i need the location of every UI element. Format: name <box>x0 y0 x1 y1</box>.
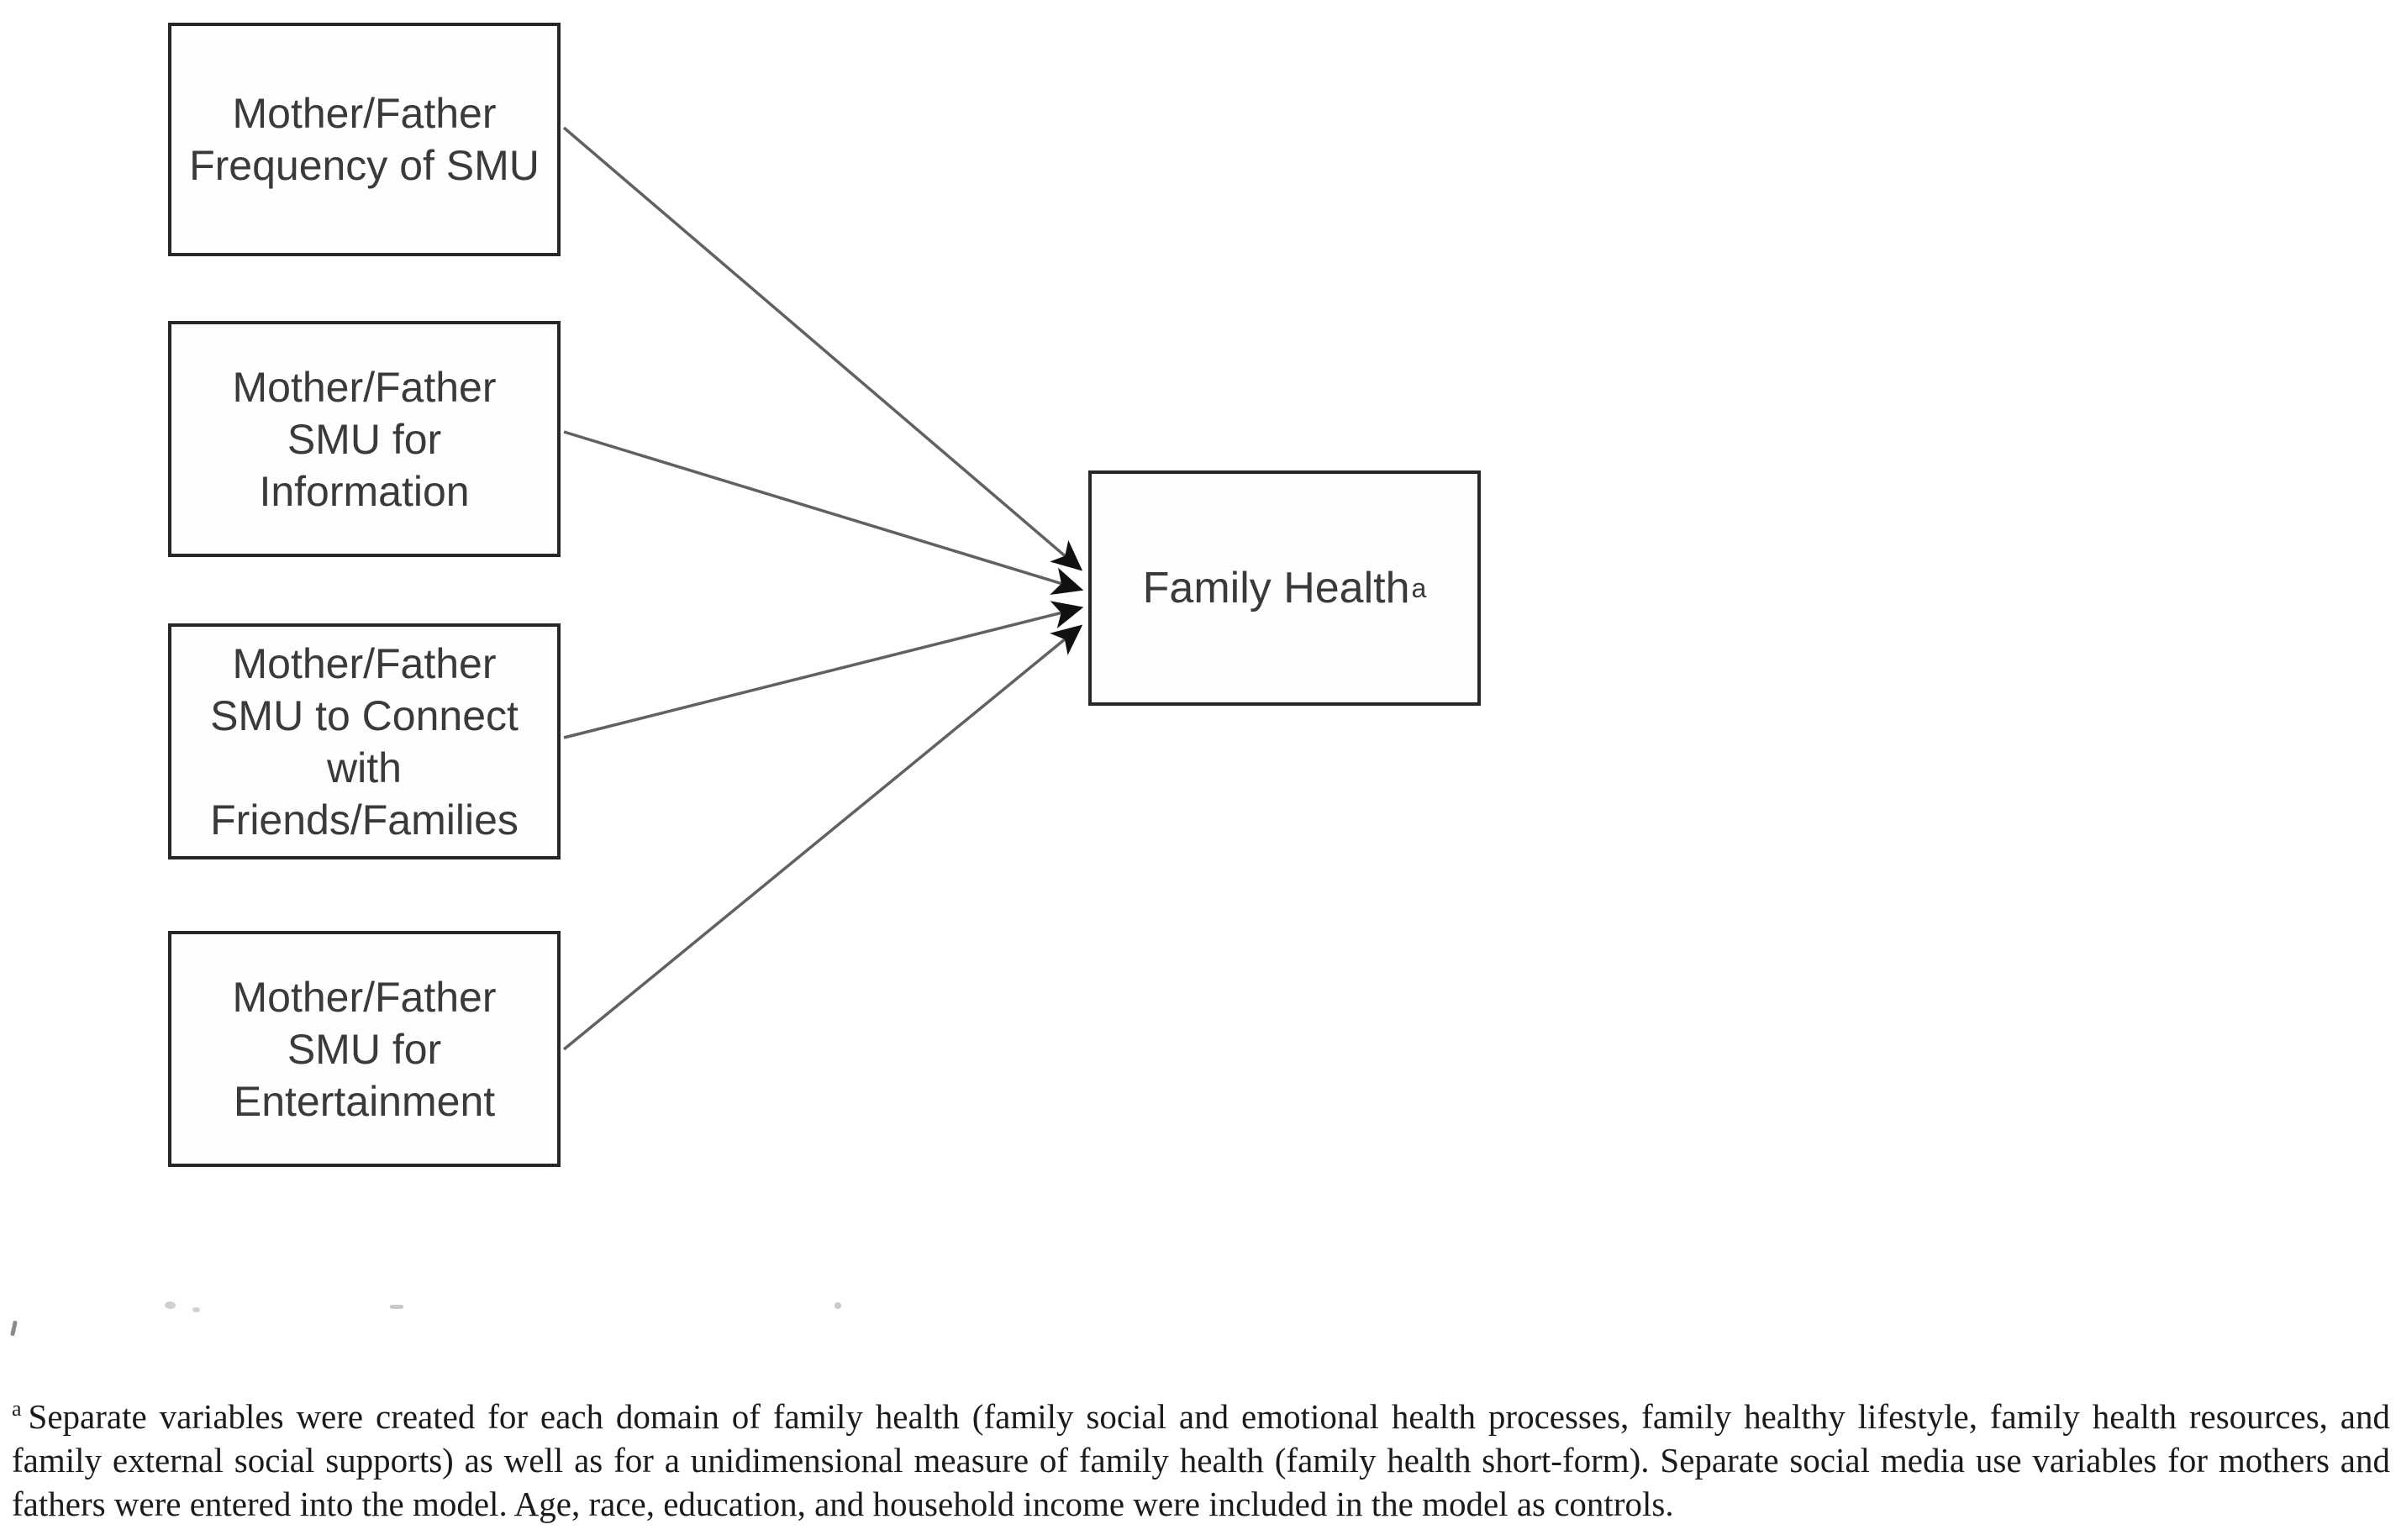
erased-caption-artifact <box>390 1305 403 1309</box>
arrow-connect-to-family-health <box>563 601 1084 739</box>
footnote-marker: a <box>12 1396 22 1422</box>
family-health-label: Family Health <box>1142 564 1410 612</box>
arrow-entertainment-to-family-health <box>562 624 1083 1051</box>
arrow-frequency-to-family-health <box>562 126 1083 571</box>
arrow-information-to-family-health <box>563 430 1084 596</box>
erased-caption-artifact <box>835 1302 841 1309</box>
footnote-text: Separate variables were created for each… <box>12 1397 2390 1523</box>
erased-caption-artifact <box>165 1301 176 1309</box>
erased-caption-artifact <box>192 1307 200 1312</box>
